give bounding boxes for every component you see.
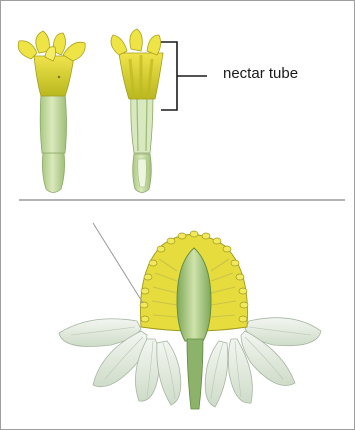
section-tube (131, 96, 153, 153)
floret-dot (58, 76, 60, 78)
whole-disc-floret (18, 31, 85, 193)
floret-throat (34, 56, 74, 96)
floret-leader-line (93, 223, 143, 303)
floret-corolla-tube (40, 93, 66, 153)
floret-lobes (18, 31, 85, 61)
stem (187, 339, 203, 409)
floret-ovary (42, 153, 64, 193)
nectar-tube-label: nectar tube (223, 65, 298, 82)
nectar-tube-bracket (161, 42, 207, 110)
section-lobes (111, 29, 161, 55)
sectioned-disc-floret (111, 29, 163, 193)
flower-head-section (59, 231, 321, 409)
